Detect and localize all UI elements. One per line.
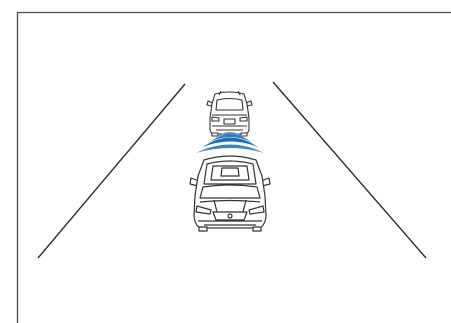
ego-car-icon: [190, 156, 270, 231]
lane-line-left: [38, 84, 185, 258]
lead-car-icon: [207, 91, 252, 136]
detection-wave-icon: [196, 132, 264, 153]
lane-line-right: [273, 82, 426, 258]
